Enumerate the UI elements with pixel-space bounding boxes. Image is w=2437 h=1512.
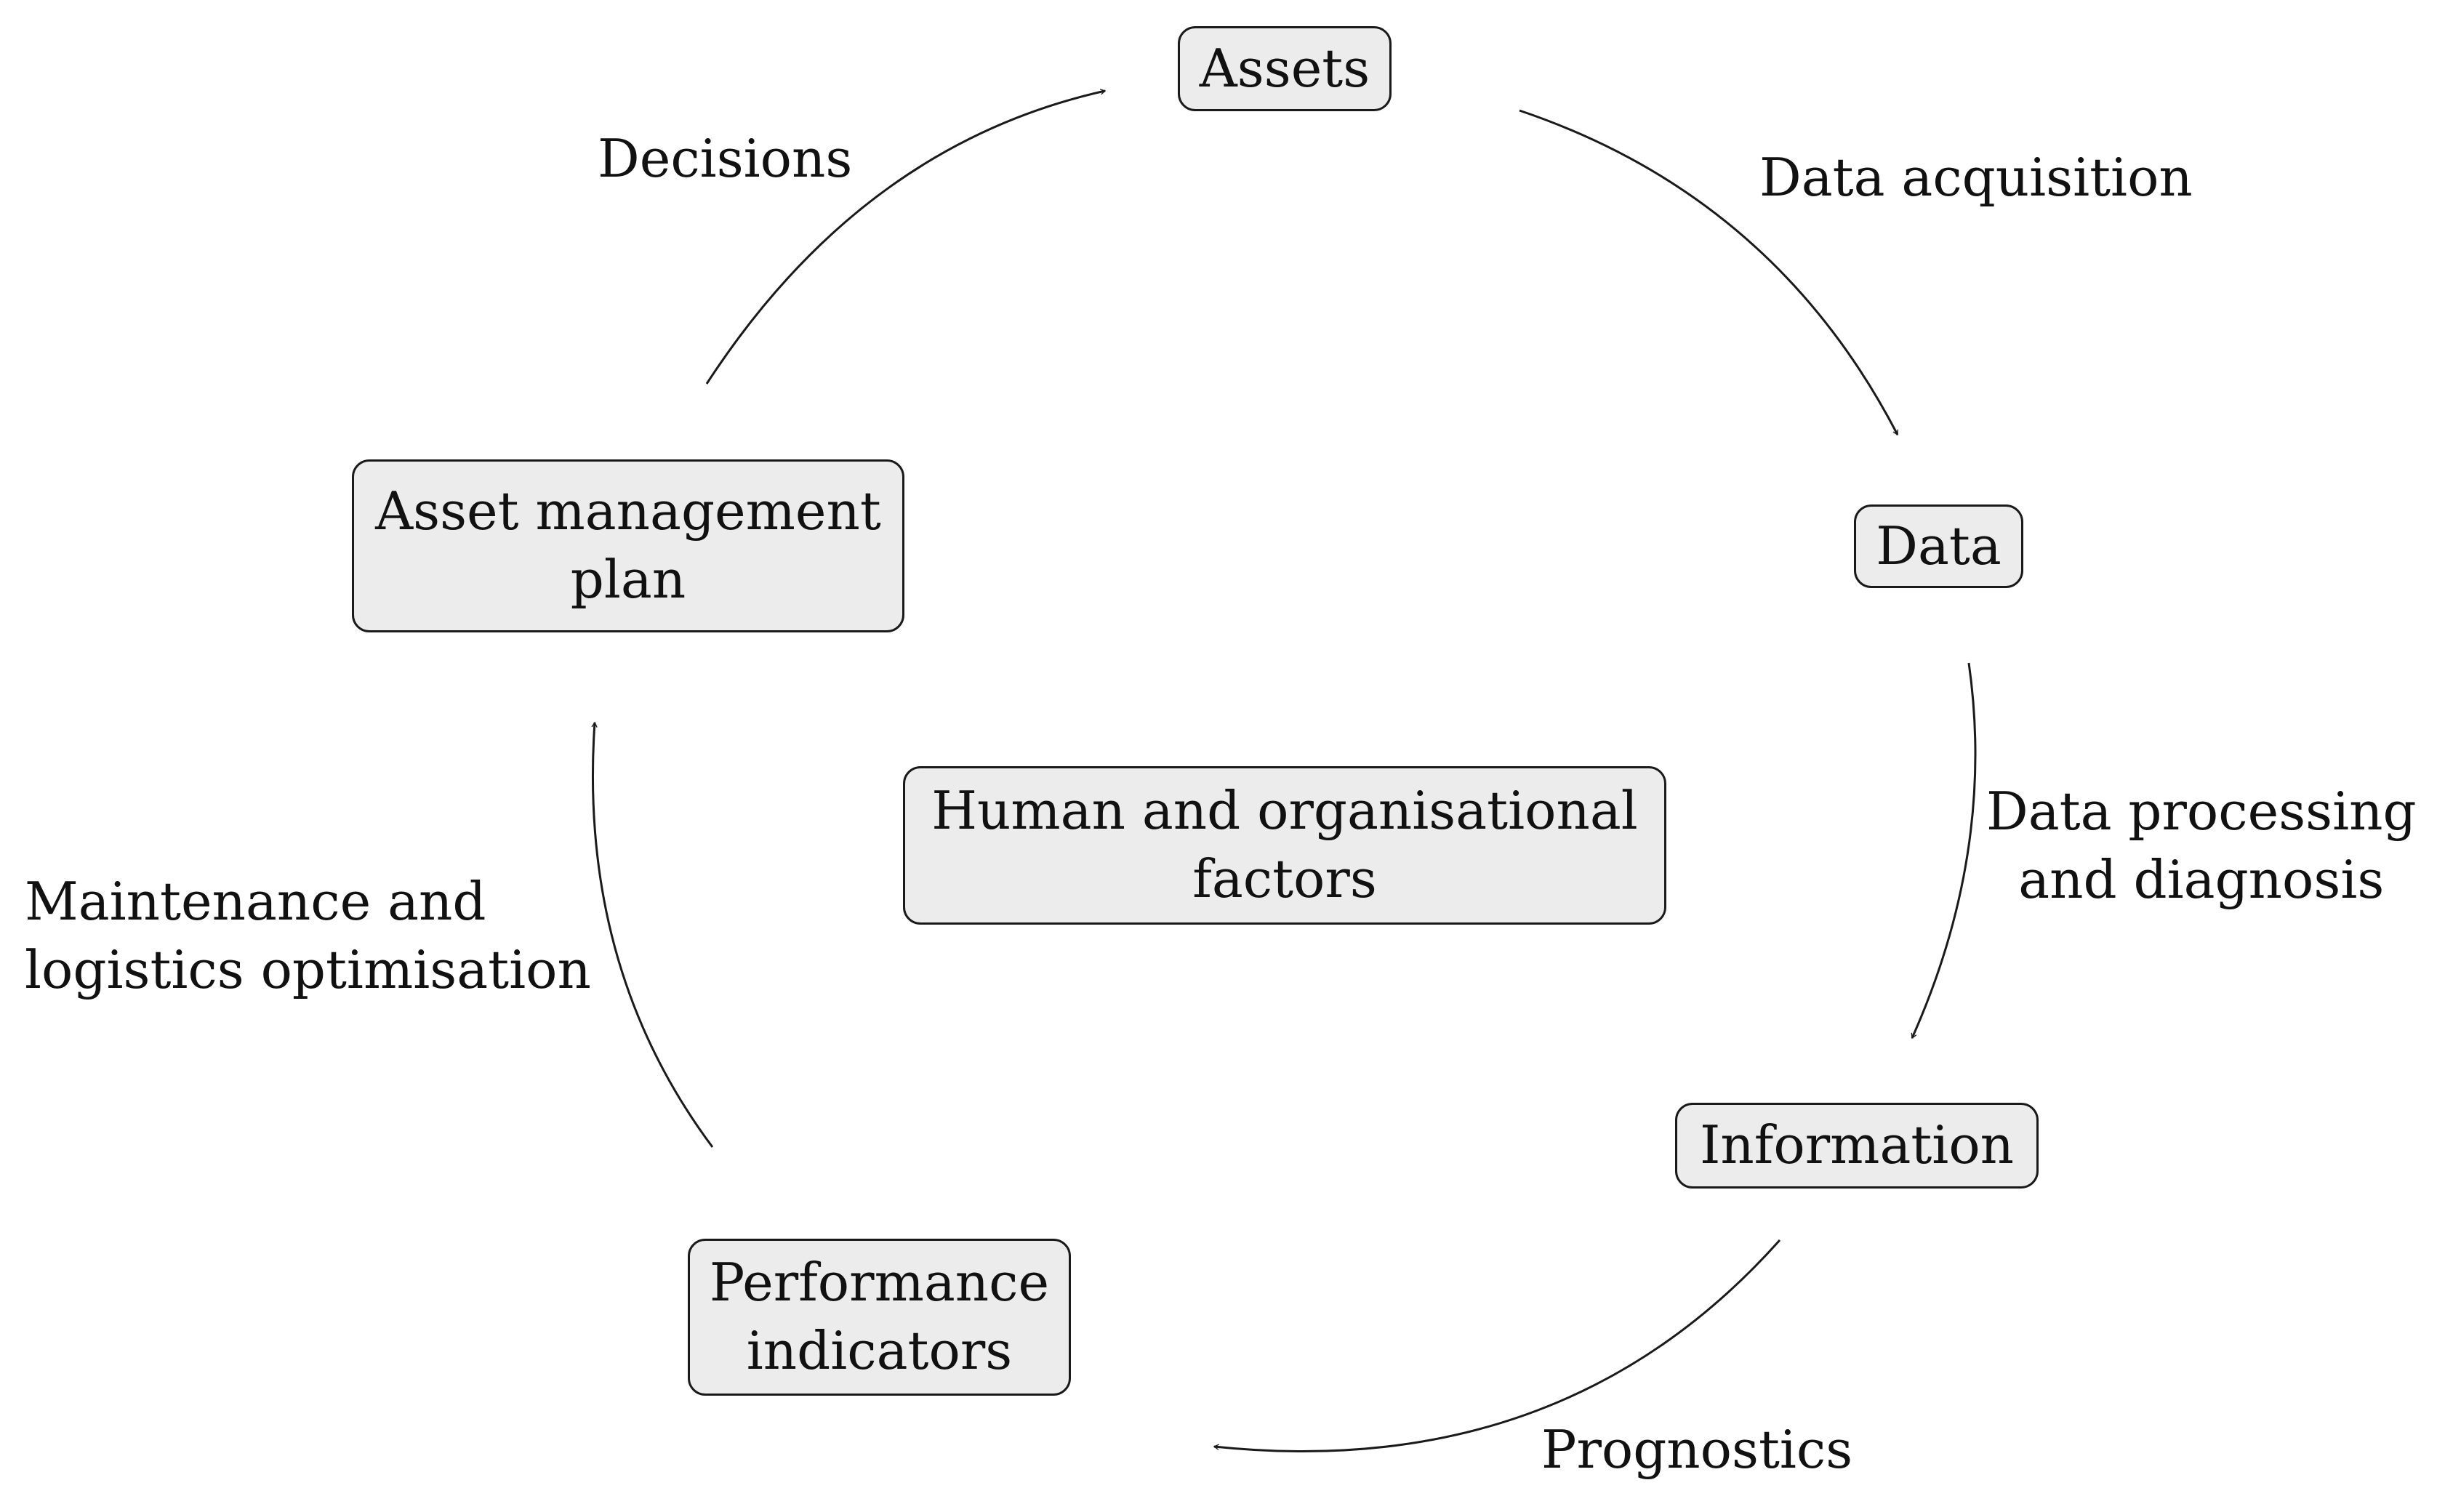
label-data-acquisition: Data acquisition bbox=[1759, 144, 2193, 212]
node-data: Data bbox=[1854, 504, 2023, 588]
label-maintenance-logistics-line-2: logistics optimisation bbox=[25, 938, 591, 1000]
node-performance-indicators-line-2: indicators bbox=[746, 1320, 1013, 1381]
label-data-acquisition-line-1: Data acquisition bbox=[1759, 147, 2193, 208]
node-asset-management-plan-line-2: plan bbox=[570, 549, 686, 610]
node-asset-management-plan-line-1: Asset management bbox=[375, 480, 881, 542]
label-data-processing-line-2: and diagnosis bbox=[2018, 848, 2385, 910]
label-prognostics: Prognostics bbox=[1541, 1416, 1852, 1484]
node-asset-management-plan: Asset management plan bbox=[352, 459, 904, 632]
node-human-factors: Human and organisational factors bbox=[903, 766, 1666, 925]
label-data-processing-line-1: Data processing bbox=[1986, 781, 2417, 842]
arrow-prognostics bbox=[1213, 1239, 1781, 1453]
node-assets: Assets bbox=[1178, 26, 1392, 111]
node-performance-indicators-line-1: Performance bbox=[709, 1252, 1050, 1314]
node-human-factors-line-2: factors bbox=[1192, 848, 1377, 909]
label-decisions: Decisions bbox=[598, 125, 852, 193]
label-prognostics-line-1: Prognostics bbox=[1541, 1419, 1853, 1480]
label-maintenance-logistics: Maintenance and logistics optimisation bbox=[25, 868, 591, 1004]
node-performance-indicators: Performance indicators bbox=[688, 1239, 1071, 1396]
node-human-factors-line-1: Human and organisational bbox=[931, 780, 1638, 842]
arrow-data-processing bbox=[1911, 662, 1977, 1040]
arrow-data-acquisition bbox=[1519, 109, 1899, 436]
node-information: Information bbox=[1675, 1103, 2039, 1189]
arrow-maintenance-logistics bbox=[591, 721, 714, 1148]
label-data-processing: Data processing and diagnosis bbox=[1986, 778, 2417, 914]
arrow-decisions bbox=[705, 89, 1107, 385]
node-assets-line-1: Assets bbox=[1199, 37, 1370, 99]
node-information-line-1: Information bbox=[1699, 1114, 2015, 1176]
label-decisions-line-1: Decisions bbox=[598, 128, 853, 189]
label-maintenance-logistics-line-1: Maintenance and bbox=[25, 871, 486, 932]
node-data-line-1: Data bbox=[1876, 515, 2002, 576]
